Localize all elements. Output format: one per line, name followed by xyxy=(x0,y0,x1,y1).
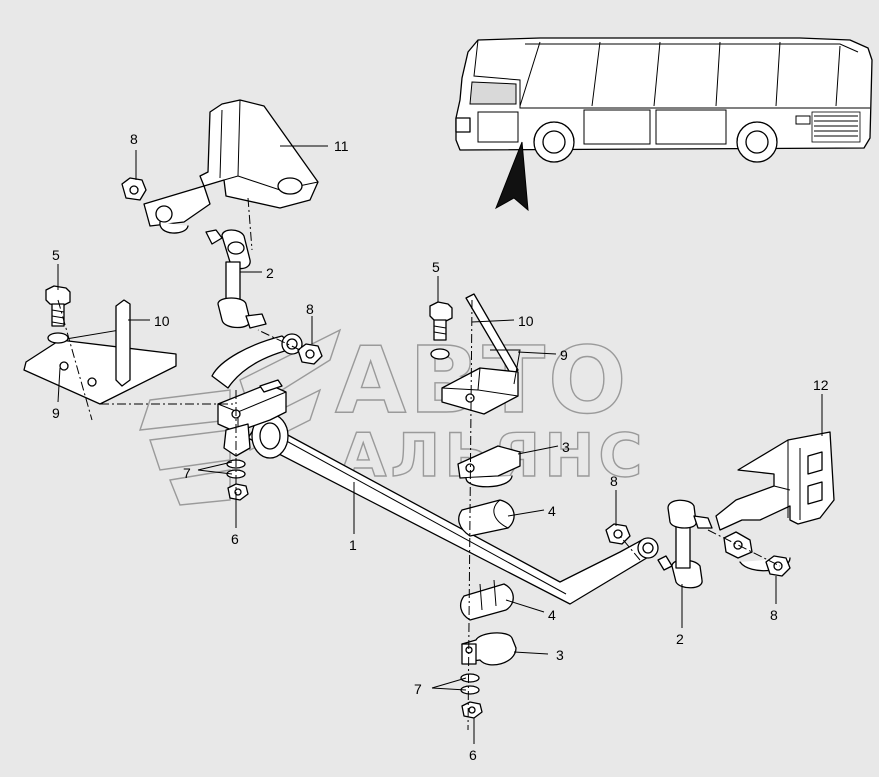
callout-9: 9 xyxy=(560,347,568,363)
watermark: АВТО АЛЬЯНС xyxy=(138,326,643,506)
callout-1: 1 xyxy=(349,537,357,553)
callout-8: 8 xyxy=(610,473,618,489)
callout-8: 8 xyxy=(770,607,778,623)
callout-2: 2 xyxy=(266,265,274,281)
callout-10: 10 xyxy=(518,313,534,329)
bushing-center-lower xyxy=(459,579,514,621)
callout-8: 8 xyxy=(130,131,138,147)
callout-4: 4 xyxy=(548,503,556,519)
callout-7: 7 xyxy=(183,465,191,481)
washers-center xyxy=(460,673,483,719)
callout-12: 12 xyxy=(813,377,829,393)
link-rod-right xyxy=(657,499,713,589)
nut-left xyxy=(297,343,323,365)
callout-7: 7 xyxy=(414,681,422,697)
callout-4: 4 xyxy=(548,607,556,623)
bolt-center xyxy=(429,301,453,360)
link-rod-left xyxy=(205,229,267,329)
leader-lines xyxy=(57,145,823,744)
callout-3: 3 xyxy=(562,439,570,455)
callout-5: 5 xyxy=(52,247,60,263)
callout-6: 6 xyxy=(231,531,239,547)
clamp-center-lower xyxy=(461,632,517,666)
callout-8: 8 xyxy=(306,301,314,317)
nut-right-mid xyxy=(605,523,631,545)
bracket-right xyxy=(715,431,835,572)
nut-upper xyxy=(121,177,147,201)
assembly-axes xyxy=(57,197,781,731)
bracket-upper-left xyxy=(143,99,319,234)
stabilizer-bar xyxy=(211,333,659,605)
bus-windshield xyxy=(469,81,517,105)
callout-9: 9 xyxy=(52,405,60,421)
callout-11: 11 xyxy=(334,138,349,154)
bus-overview xyxy=(455,37,873,212)
callout-6: 6 xyxy=(469,747,477,763)
location-arrow xyxy=(495,141,529,212)
clamp-center-upper xyxy=(457,445,521,488)
callouts: 11 8 2 5 10 9 8 7 6 1 5 10 9 3 4 4 3 7 6… xyxy=(52,131,829,763)
callout-3: 3 xyxy=(556,647,564,663)
bushing-center-upper xyxy=(458,499,515,537)
callout-5: 5 xyxy=(432,259,440,275)
callout-10: 10 xyxy=(154,313,170,329)
bolt-left xyxy=(45,285,71,344)
plate-center xyxy=(441,293,521,415)
callout-2: 2 xyxy=(676,631,684,647)
nut-right-far xyxy=(765,555,791,577)
